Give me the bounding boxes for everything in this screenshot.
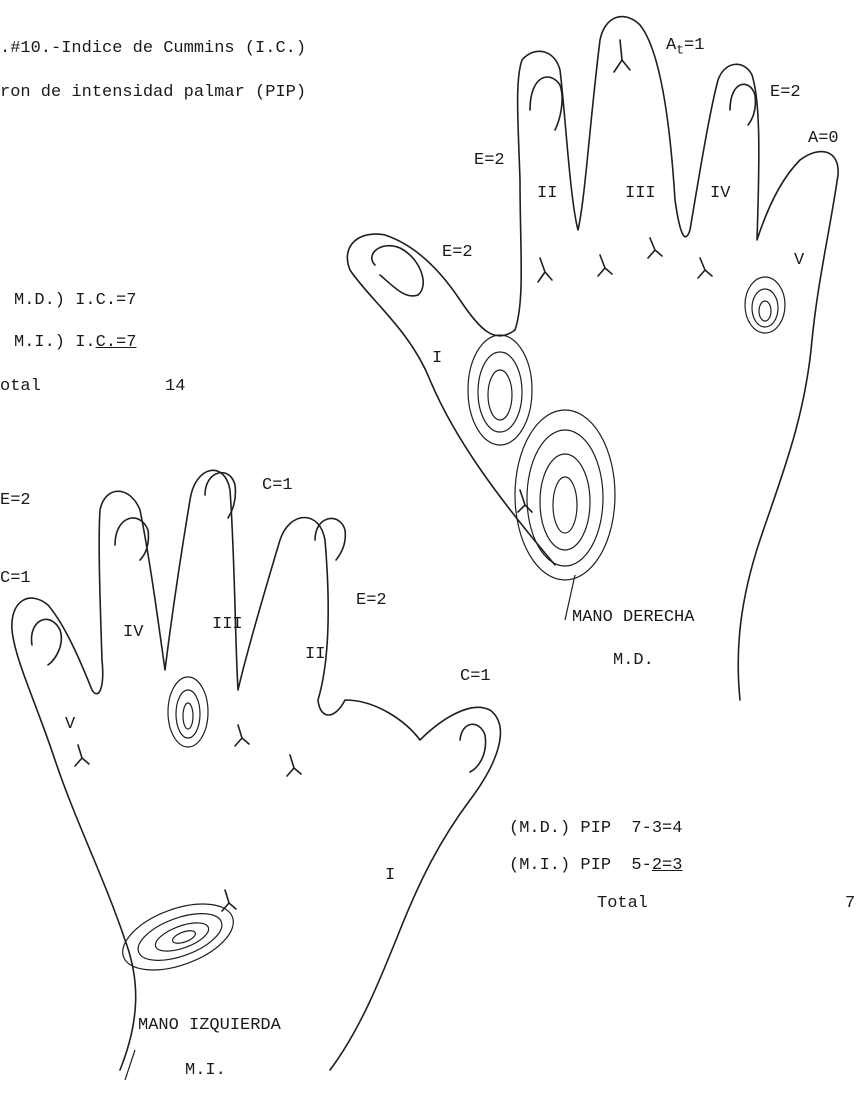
left-index-print-label: E=2	[356, 592, 387, 609]
pip-mi-row: (M.I.) PIP 5-2=3	[509, 857, 682, 874]
right-ring-print	[730, 84, 755, 125]
left-middle-roman: III	[212, 616, 243, 633]
right-hand-title: MANO DERECHA	[572, 609, 694, 626]
left-little-roman: V	[65, 716, 75, 733]
figure-title: .#10.-Indice de Cummins (I.C.)	[0, 40, 306, 57]
right-middle-print-label: At=1	[666, 37, 704, 56]
pip-md-row: (M.D.) PIP 7-3=4	[509, 820, 682, 837]
right-little-print-label: A=0	[808, 130, 839, 147]
left-index-roman: II	[305, 646, 325, 663]
ic-total-value: 14	[165, 378, 185, 395]
left-hand-abbr: M.I.	[185, 1062, 226, 1079]
right-middle-roman: III	[625, 185, 656, 202]
right-thumb-print-label: E=2	[442, 244, 473, 261]
left-ring-print-label: E=2	[0, 492, 31, 509]
ic-mi-row: M.I.) I.C.=7	[14, 334, 136, 351]
left-hand-title: MANO IZQUIERDA	[138, 1017, 281, 1034]
pip-total-value: 7	[845, 895, 855, 912]
right-ring-print-label: E=2	[770, 84, 801, 101]
right-thumb-roman: I	[432, 350, 442, 367]
right-ring-roman: IV	[710, 185, 730, 202]
left-ring-roman: IV	[123, 624, 143, 641]
figure-subtitle: ron de intensidad palmar (PIP)	[0, 84, 306, 101]
pip-total-label: Total	[597, 895, 648, 912]
left-index-print	[315, 519, 345, 560]
right-hypothenar-pattern	[515, 410, 615, 580]
left-little-print	[32, 619, 62, 665]
left-thumb-print-label: C=1	[460, 668, 491, 685]
right-index-roman: II	[537, 185, 557, 202]
right-thumb-print	[372, 246, 423, 296]
ic-total-label: otal	[0, 378, 41, 395]
right-index-print-label: E=2	[474, 152, 505, 169]
right-hand-outline	[347, 17, 838, 700]
right-little-roman: V	[794, 252, 804, 269]
left-thumb-roman: I	[385, 867, 395, 884]
left-middle-print-label: C=1	[262, 477, 293, 494]
right-little-whorl	[745, 277, 785, 333]
left-interdigital-pattern	[168, 677, 208, 747]
ic-md-row: M.D.) I.C.=7	[14, 292, 136, 309]
right-middle-print	[614, 40, 630, 72]
left-thumb-print	[460, 724, 486, 772]
left-little-print-label: C=1	[0, 570, 31, 587]
left-hand-outline	[12, 470, 501, 1070]
right-index-print	[530, 77, 562, 130]
right-hand-abbr: M.D.	[613, 652, 654, 669]
